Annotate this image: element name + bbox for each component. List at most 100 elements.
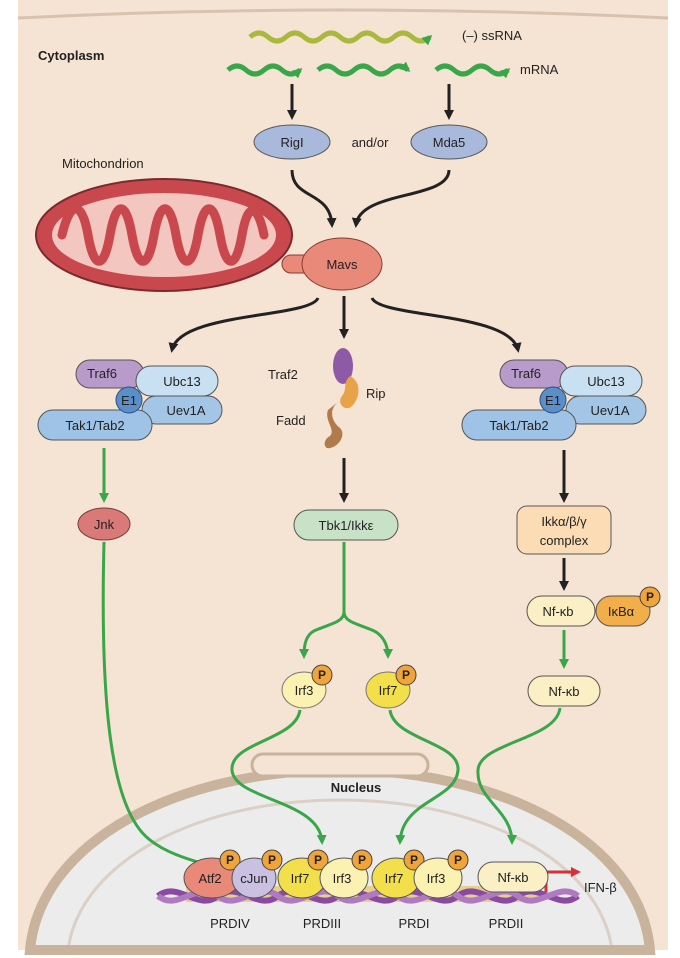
left-e1-label: E1	[121, 393, 137, 408]
left-traf6-label: Traf6	[87, 366, 117, 381]
irf3-phospho-label: P	[318, 668, 326, 682]
right-e1-label: E1	[545, 393, 561, 408]
bound-irf3-a-phospho-label: P	[358, 853, 366, 867]
bound-nfkb-label: Nf-κb	[497, 870, 528, 885]
ikk-complex-node	[516, 505, 612, 555]
right-uev1a-label: Uev1A	[590, 403, 629, 418]
mda5-label: Mda5	[433, 135, 466, 150]
prd-label-i: PRDI	[398, 916, 429, 931]
rip-node	[340, 376, 359, 409]
cjun-node	[231, 857, 277, 899]
jnk-label: Jnk	[94, 517, 115, 532]
ikba-label: IκBα	[608, 604, 635, 619]
mda5-node	[410, 124, 488, 160]
traf2-node	[333, 348, 353, 384]
left-tak1-node	[37, 409, 153, 441]
ikba-node	[595, 595, 651, 627]
irf7-phospho-label: P	[402, 668, 410, 682]
bound-irf3-a-label: Irf3	[333, 871, 352, 886]
rig1-label: RigI	[280, 135, 303, 150]
ikk-label-line2: complex	[540, 533, 589, 548]
ikk-label-line1: Ikkα/β/γ	[541, 514, 587, 529]
prd-label-iv: PRDIV	[210, 916, 250, 931]
bound-irf7-a-label: Irf7	[291, 871, 310, 886]
arrow-tbk1-irf7	[342, 611, 393, 659]
ssrna-wave	[248, 30, 433, 46]
mrna-wave-2	[316, 61, 411, 77]
mitochondrion-label: Mitochondrion	[62, 156, 144, 171]
ikba-phospho-label: P	[646, 590, 654, 604]
jnk-node	[77, 507, 131, 541]
bound-irf3-b-label: Irf3	[427, 871, 446, 886]
rig1-node	[253, 124, 331, 160]
nfkb-free-label: Nf-κb	[548, 684, 579, 699]
ifnb-gene-label: IFN-β	[584, 880, 617, 895]
mavs-node	[301, 237, 383, 291]
left-ubc13-label: Ubc13	[163, 374, 201, 389]
bound-irf7-b-phospho	[403, 849, 425, 871]
cell-membrane	[17, 8, 669, 20]
prd-label-iii: PRDIII	[303, 916, 341, 931]
left-uev1a-label: Uev1A	[166, 403, 205, 418]
prd-label-ii: PRDII	[489, 916, 524, 931]
bound-irf3-b-phospho	[447, 849, 469, 871]
right-traf6-label: Traf6	[511, 366, 541, 381]
arrow-mavs-left	[168, 297, 320, 353]
fadd-node	[324, 402, 343, 449]
bound-nfkb-node	[477, 861, 549, 893]
mavs-label: Mavs	[326, 257, 358, 272]
nfkb-free-node	[527, 675, 601, 707]
tbk1-label: Tbk1/Ikkε	[319, 518, 374, 533]
bound-irf7-b-phospho-label: P	[410, 853, 418, 867]
cytoplasm-label: Cytoplasm	[38, 48, 104, 63]
ikba-phospho	[639, 586, 661, 608]
rip-label: Rip	[366, 386, 386, 401]
nfkb-complex-node	[526, 595, 596, 627]
arrow-irf3-nucleus	[230, 709, 327, 845]
left-e1-node	[115, 386, 143, 414]
bound-irf3-b-phospho-label: P	[454, 853, 462, 867]
and-or-label: and/or	[352, 135, 390, 150]
mrna-wave-1	[226, 63, 303, 79]
right-ubc13-label: Ubc13	[587, 374, 625, 389]
fadd-label: Fadd	[276, 413, 306, 428]
right-tak1-node	[461, 409, 577, 441]
mrna-label: mRNA	[520, 62, 559, 77]
cjun-phospho-label: P	[268, 853, 276, 867]
arrow-irf7-nucleus	[388, 709, 460, 845]
arrow-tbk1-irf3	[299, 542, 346, 659]
atf2-label: Atf2	[198, 871, 221, 886]
arrow-jnk-atf2	[101, 541, 213, 869]
left-uev1a-node	[141, 395, 223, 425]
irf3-phospho	[311, 664, 333, 686]
mrna-wave-3	[434, 63, 511, 79]
nuclear-envelope-inner	[66, 798, 614, 951]
atf2-phospho	[219, 849, 241, 871]
bound-irf3-b	[413, 857, 463, 899]
traf2-label: Traf2	[268, 367, 298, 382]
arrow-nfkb-nucleus	[476, 707, 562, 845]
bound-irf3-a-phospho	[351, 849, 373, 871]
nuclear-pore	[250, 752, 430, 778]
irf3-label: Irf3	[295, 683, 314, 698]
irf7-label: Irf7	[379, 683, 398, 698]
irf7-phospho	[395, 664, 417, 686]
arrow-rig1-mavs	[290, 169, 337, 228]
bound-irf7-b-label: Irf7	[385, 871, 404, 886]
cjun-label: cJun	[240, 871, 267, 886]
tbk1-node	[293, 509, 399, 541]
bound-irf7-a-phospho-label: P	[314, 853, 322, 867]
atf2-phospho-label: P	[226, 853, 234, 867]
left-tak1-label: Tak1/Tab2	[65, 418, 124, 433]
right-tak1-label: Tak1/Tab2	[489, 418, 548, 433]
right-e1-node	[539, 386, 567, 414]
ssrna-label: (–) ssRNA	[462, 28, 522, 43]
dna-strand-2	[156, 888, 580, 904]
arrow-mavs-right	[370, 297, 522, 353]
cjun-phospho	[261, 849, 283, 871]
right-uev1a-node	[565, 395, 647, 425]
nucleus-label: Nucleus	[331, 780, 382, 795]
bound-irf7-a-phospho	[307, 849, 329, 871]
mitochondrion-cristae	[57, 204, 269, 266]
